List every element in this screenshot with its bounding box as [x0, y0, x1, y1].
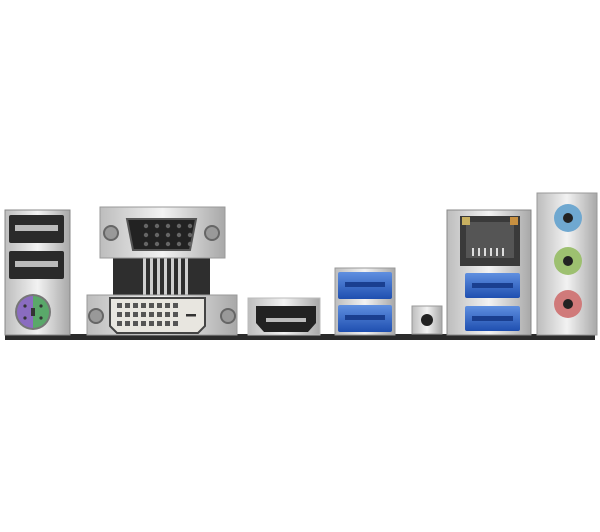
dvi-pin	[133, 303, 138, 308]
screw-icon	[220, 308, 236, 324]
vga-pin	[176, 232, 182, 238]
dvi-pin	[173, 321, 178, 326]
dvi-pin	[141, 303, 146, 308]
vga-pin	[187, 241, 193, 247]
dvi-pin	[157, 321, 162, 326]
lan-usb3-stack	[446, 209, 532, 336]
dvi-pin	[117, 321, 122, 326]
dvi-pin	[149, 321, 154, 326]
dvi-pin	[117, 312, 122, 317]
hdmi-assembly	[247, 297, 321, 336]
vga-pin	[143, 223, 149, 229]
vga-pin	[165, 241, 171, 247]
dvi-pin	[149, 303, 154, 308]
vga-port[interactable]	[125, 218, 198, 251]
vga-pin	[143, 241, 149, 247]
dvi-pin	[133, 312, 138, 317]
dvi-pin	[125, 312, 130, 317]
vga-pin	[165, 232, 171, 238]
ps2-mouse-half[interactable]	[17, 296, 33, 328]
dvi-pin	[173, 303, 178, 308]
dvi-pin	[125, 321, 130, 326]
dvi-pin	[157, 303, 162, 308]
screw-icon	[103, 225, 119, 241]
usb3-stack-middle	[334, 267, 396, 336]
vga-pin	[143, 232, 149, 238]
vga-pin	[176, 241, 182, 247]
vga-pin	[154, 232, 160, 238]
dvi-pin	[125, 303, 130, 308]
ps2-keyboard-half[interactable]	[33, 296, 49, 328]
dvi-pin	[165, 312, 170, 317]
dvi-pin	[165, 303, 170, 308]
dvi-pin	[165, 321, 170, 326]
screw-icon	[204, 225, 220, 241]
dvi-pin	[133, 321, 138, 326]
vga-assembly	[99, 206, 226, 298]
vga-pin	[187, 232, 193, 238]
dvi-pin	[141, 321, 146, 326]
led-icon	[510, 217, 518, 225]
vga-pin	[187, 223, 193, 229]
dvi-pin	[117, 303, 122, 308]
vga-pin	[154, 223, 160, 229]
audio-stack	[536, 192, 598, 336]
dvi-assembly	[86, 294, 238, 336]
dvi-pin	[141, 312, 146, 317]
vga-pin	[176, 223, 182, 229]
usb2-ps2-stack	[4, 209, 71, 336]
clear-cmos-button[interactable]	[411, 305, 443, 335]
dvi-pin	[157, 312, 162, 317]
vga-pin	[154, 241, 160, 247]
vga-pin	[165, 223, 171, 229]
screw-icon	[88, 308, 104, 324]
board-edge	[5, 334, 595, 340]
led-icon	[462, 217, 470, 225]
dvi-pin	[149, 312, 154, 317]
dvi-pin	[173, 312, 178, 317]
